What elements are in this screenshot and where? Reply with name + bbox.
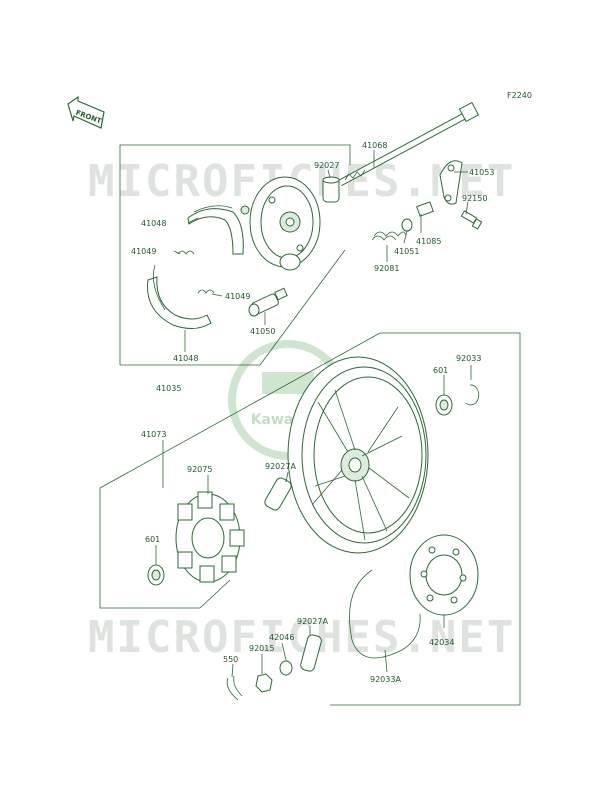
label-41049-b: 41049 <box>225 292 250 301</box>
brake-cam <box>248 287 288 317</box>
label-92027A: 92027A <box>265 462 296 471</box>
label-41051: 41051 <box>394 247 419 256</box>
label-92081: 92081 <box>374 264 399 273</box>
collar-92027A <box>264 477 292 511</box>
bolt-92150 <box>460 210 483 230</box>
washer-42046 <box>279 660 293 676</box>
bearing-601-right <box>435 394 453 416</box>
seal-41051 <box>401 218 413 232</box>
label-41050: 41050 <box>250 327 275 336</box>
rear-wheel <box>287 356 429 554</box>
collar-92027 <box>322 176 340 203</box>
label-41049-a: 41049 <box>131 247 156 256</box>
watermark-bottom: MICROFICHES.NET <box>88 612 515 663</box>
label-41068: 41068 <box>362 141 387 150</box>
label-41073: 41073 <box>141 430 166 439</box>
label-41035: 41035 <box>156 384 181 393</box>
label-92033: 92033 <box>456 354 481 363</box>
brake-shoe-lower <box>147 264 212 329</box>
label-41048-bottom: 41048 <box>173 354 198 363</box>
label-601-left: 601 <box>145 535 160 544</box>
label-42046: 42046 <box>269 633 294 642</box>
label-92075: 92075 <box>187 465 212 474</box>
brake-panel <box>240 176 321 271</box>
axle <box>338 101 480 187</box>
cotter-pin-550 <box>226 675 243 701</box>
nut-92015 <box>255 673 273 693</box>
hub-damper-92075 <box>175 491 245 583</box>
brake-shoe-upper <box>187 205 244 255</box>
label-601-right: 601 <box>433 366 448 375</box>
spring-92081 <box>371 231 407 241</box>
label-42034: 42034 <box>429 638 454 647</box>
label-92150: 92150 <box>462 194 487 203</box>
front-arrow-icon: FRONT <box>67 95 105 129</box>
figure-code: F2240 <box>507 91 532 100</box>
label-92027A-lower: 92027A <box>297 617 328 626</box>
sprocket-42034 <box>409 534 479 616</box>
wheel-group-box <box>99 488 200 609</box>
label-41048-top: 41048 <box>141 219 166 228</box>
leader-lines <box>155 150 472 678</box>
circlip-92033 <box>465 384 480 406</box>
label-92027: 92027 <box>314 161 339 170</box>
brake-group-box <box>119 144 351 365</box>
label-92033A: 92033A <box>370 675 401 684</box>
spring-41049-a <box>177 250 195 255</box>
bearing-601-left <box>147 564 165 586</box>
label-41053: 41053 <box>469 168 494 177</box>
label-550: 550 <box>223 655 238 664</box>
circlip-92033A <box>349 569 421 659</box>
label-92015: 92015 <box>249 644 274 653</box>
collar-92027A-lower <box>300 634 322 672</box>
brake-lever <box>416 160 463 217</box>
spring-41049-b <box>197 289 215 294</box>
label-41085: 41085 <box>416 237 441 246</box>
